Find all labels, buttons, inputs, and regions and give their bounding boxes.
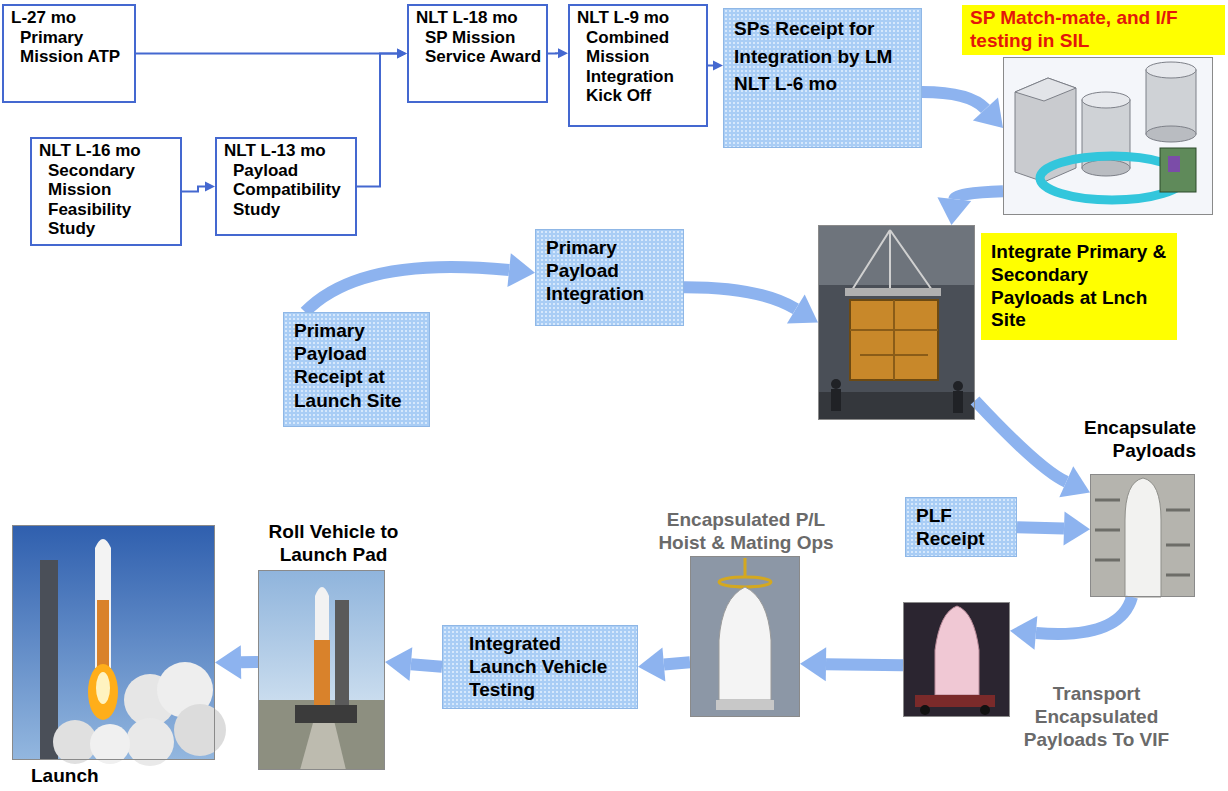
step-heading: SP Match-mate, and I/F testing in SIL (962, 5, 1225, 55)
arrow-head (1064, 512, 1090, 546)
match-mate-rendering (1003, 57, 1213, 215)
step-text: PLF Receipt (906, 498, 1016, 556)
step-heading: Launch (31, 765, 151, 788)
photo-step: Encapsulate Payloads (1090, 474, 1195, 597)
photo-step: Encapsulated P/L Hoist & Mating Ops (690, 556, 800, 717)
arrow-head (205, 182, 215, 192)
milestone-box: NLT L-13 mo Payload Compatibility Study (215, 137, 357, 236)
connector-shaft (664, 662, 690, 664)
arrow-head (787, 294, 818, 323)
flow-arrow (305, 253, 535, 312)
step-text: Integrated Launch Vehicle Testing (443, 626, 637, 708)
flow-arrow (800, 647, 903, 681)
process-box: SPs Receipt for Integration by LM NLT L-… (723, 8, 922, 148)
step-heading: Integrate Primary & Secondary Payloads a… (981, 233, 1177, 340)
connector-shaft (548, 52, 558, 54)
milestone-box: NLT L-9 mo Combined Mission Integration … (568, 4, 708, 127)
step-text: SPs Receipt for Integration by LM NLT L-… (724, 9, 921, 104)
photo-step: Integrate Primary & Secondary Payloads a… (818, 225, 975, 420)
photo-step: SP Match-mate, and I/F testing in SIL (1003, 57, 1213, 215)
connector-shaft (357, 54, 397, 187)
hoist-photo (690, 556, 800, 717)
flow-arrow (1017, 512, 1090, 546)
process-box: Primary Payload Receipt at Launch Site (283, 312, 430, 427)
step-text: NLT L-13 mo Payload Compatibility Study (217, 139, 355, 221)
timeline-connector (357, 49, 407, 187)
photo-step: Roll Vehicle to Launch Pad (258, 570, 385, 770)
connector-shaft (954, 191, 1003, 199)
transport-photo (903, 602, 1010, 717)
arrow-head (558, 48, 568, 58)
flow-arrow (638, 648, 690, 682)
photo-step: Launch (12, 525, 215, 760)
milestone-box: NLT L-18 mo SP Mission Service Award (407, 4, 548, 103)
arrow-head (397, 49, 407, 59)
launch-photo (12, 525, 226, 766)
timeline-connector (548, 48, 568, 58)
flow-arrow (215, 645, 258, 679)
connector-shaft (305, 267, 509, 312)
timeline-connector (136, 49, 407, 59)
flow-arrow (385, 647, 442, 681)
milestone-box: NLT L-16 mo Secondary Mission Feasibilit… (30, 137, 182, 246)
process-box: Primary Payload Integration (535, 229, 684, 326)
process-box: PLF Receipt (905, 497, 1017, 557)
connector-shaft (975, 401, 1066, 482)
connector-shaft (182, 187, 205, 192)
step-text: NLT L-9 mo Combined Mission Integration … (570, 6, 706, 108)
arrow-head (800, 647, 826, 681)
connector-shaft (684, 287, 796, 309)
step-text: Primary Payload Integration (536, 230, 683, 312)
arrow-head (638, 648, 665, 682)
arrow-head (507, 253, 535, 287)
arrow-head (215, 645, 241, 679)
flow-arrow (937, 191, 1003, 225)
timeline-connector (708, 60, 723, 70)
step-text: L-27 mo Primary Mission ATP (4, 6, 134, 69)
connector-shaft (922, 92, 985, 109)
step-heading: Roll Vehicle to Launch Pad (246, 521, 421, 567)
step-text: Primary Payload Receipt at Launch Site (284, 313, 429, 418)
rollout-photo (258, 570, 385, 770)
arrow-head (973, 97, 1003, 128)
arrow-head (397, 49, 407, 59)
flow-arrow (975, 401, 1090, 498)
arrow-head (385, 647, 412, 681)
flow-arrow (922, 92, 1003, 128)
arrow-head (713, 60, 723, 70)
encapsulation-photo (1090, 474, 1195, 597)
arrow-head (1010, 616, 1037, 650)
connector-shaft (136, 53, 397, 55)
payload-integration-photo (818, 225, 975, 420)
step-text: NLT L-16 mo Secondary Mission Feasibilit… (32, 139, 180, 241)
process-box: Integrated Launch Vehicle Testing (442, 625, 638, 709)
step-heading: Transport Encapsulated Payloads To VIF (1014, 683, 1179, 751)
timeline-connector (182, 182, 215, 192)
connector-shaft (1017, 527, 1064, 528)
step-text: NLT L-18 mo SP Mission Service Award (409, 6, 546, 69)
arrow-head (1059, 466, 1090, 497)
connector-shaft (241, 656, 258, 668)
milestone-box: L-27 mo Primary Mission ATP (2, 4, 136, 103)
flow-arrow (684, 287, 818, 323)
connector-shaft (1036, 597, 1132, 634)
connector-shaft (826, 664, 903, 665)
arrow-head (937, 197, 971, 225)
connector-shaft (411, 664, 442, 667)
photo-step: Transport Encapsulated Payloads To VIF (903, 602, 1010, 717)
step-heading: Encapsulate Payloads (1056, 417, 1196, 463)
flow-arrow (1010, 597, 1132, 650)
step-heading: Encapsulated P/L Hoist & Mating Ops (651, 509, 841, 555)
